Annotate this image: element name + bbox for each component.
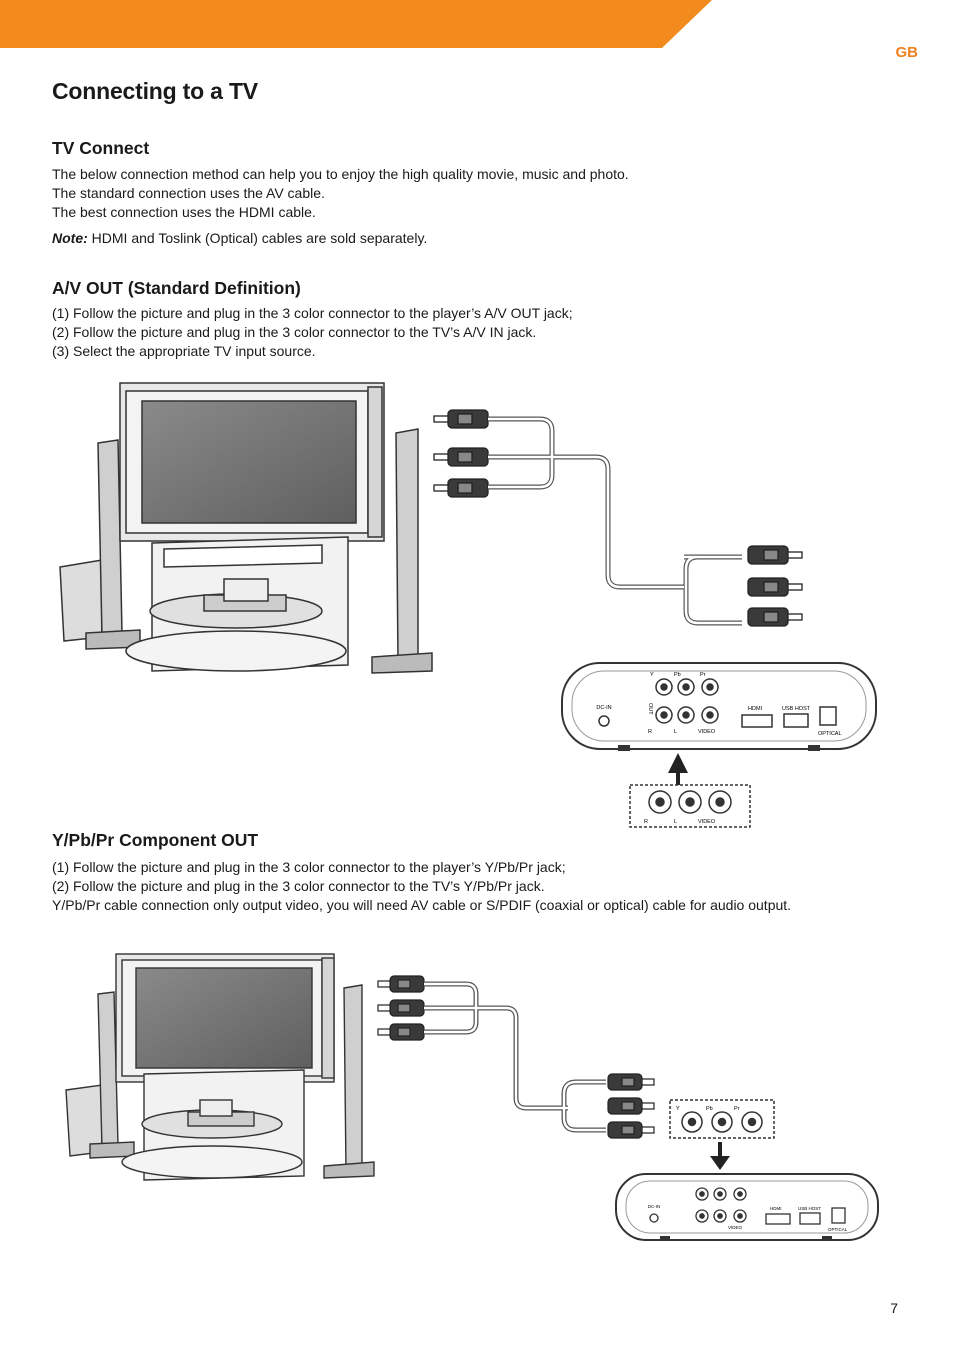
- l-label: L: [674, 729, 677, 735]
- tv-connect-body: The below connection method can help you…: [52, 165, 629, 222]
- page-title: Connecting to a TV: [52, 78, 258, 104]
- zoom-video-label: VIDEO: [698, 819, 716, 825]
- component-jack-zoom: Y Pb Pr: [669, 1099, 775, 1139]
- pr-label: Pr: [700, 672, 706, 678]
- text-line: (2) Follow the picture and plug in the 3…: [52, 878, 545, 894]
- usb-port: [783, 713, 809, 728]
- pb-label: Pb: [674, 672, 681, 678]
- rca-plug-set-bottom: [747, 545, 803, 627]
- y-label: Y: [650, 672, 654, 678]
- hdmi-port: [741, 714, 773, 728]
- text-line: (1) Follow the picture and plug in the 3…: [52, 859, 566, 875]
- tv-system-illustration: [65, 953, 375, 1181]
- player-back-panel: DC-IN OUT Y Pb Pr R L VIDEO HDMI USB HOS…: [561, 662, 877, 751]
- component-out-body: (1) Follow the picture and plug in the 3…: [52, 858, 791, 915]
- zoom-l-label: L: [674, 819, 677, 825]
- rca-plug-set-bottom: [607, 1073, 655, 1139]
- optical-port: [831, 1207, 846, 1224]
- text-line: The standard connection uses the AV cabl…: [52, 185, 325, 201]
- zoom-y-label: Y: [676, 1106, 680, 1112]
- dc-in-jack: [649, 1213, 659, 1223]
- optical-port: [819, 706, 837, 726]
- out-label: OUT: [647, 703, 653, 715]
- text-line: (3) Select the appropriate TV input sour…: [52, 343, 316, 359]
- hdmi-label: HDMI: [770, 1206, 782, 1211]
- av-out-body: (1) Follow the picture and plug in the 3…: [52, 304, 573, 361]
- zoom-pb-label: Pb: [706, 1106, 713, 1112]
- usb-host-label: USB HOST: [782, 706, 811, 712]
- language-tag: GB: [895, 44, 919, 61]
- page-number: 7: [890, 1300, 898, 1316]
- optical-label: OPTICAL: [828, 1227, 848, 1232]
- note-text: HDMI and Toslink (Optical) cables are so…: [87, 230, 428, 246]
- dc-in-jack: [598, 715, 610, 727]
- text-line: (2) Follow the picture and plug in the 3…: [52, 324, 537, 340]
- tv-connect-heading: TV Connect: [52, 138, 150, 158]
- tv-system-illustration: [59, 382, 433, 674]
- av-out-heading: A/V OUT (Standard Definition): [52, 278, 301, 298]
- video-label: VIDEO: [728, 1225, 743, 1230]
- video-label: VIDEO: [698, 729, 716, 735]
- r-label: R: [648, 729, 652, 735]
- header-banner: [0, 0, 712, 48]
- zoom-pr-label: Pr: [734, 1106, 740, 1112]
- text-line: The best connection uses the HDMI cable.: [52, 204, 316, 220]
- component-connection-diagram: Y Pb Pr DC-IN VIDEO HDMI USB HOST: [65, 953, 879, 1241]
- zoom-r-label: R: [644, 819, 648, 825]
- rca-plug-set-top: [377, 975, 425, 1041]
- optical-label: OPTICAL: [818, 731, 842, 737]
- note-label: Note:: [52, 230, 88, 246]
- text-line: (1) Follow the picture and plug in the 3…: [52, 305, 573, 321]
- text-line: The below connection method can help you…: [52, 166, 629, 182]
- player-back-panel: DC-IN VIDEO HDMI USB HOST OPTICAL: [615, 1173, 879, 1241]
- av-connection-diagram: DC-IN OUT Y Pb Pr R L VIDEO HDMI USB HOS…: [59, 382, 877, 828]
- usb-port: [799, 1212, 821, 1225]
- hdmi-port: [765, 1213, 791, 1225]
- dc-in-label: DC-IN: [596, 705, 611, 711]
- dc-in-label: DC-IN: [648, 1204, 661, 1209]
- hdmi-label: HDMI: [748, 706, 763, 712]
- rca-plug-set-top: [433, 409, 489, 498]
- note: Note: HDMI and Toslink (Optical) cables …: [52, 229, 427, 248]
- component-out-heading: Y/Pb/Pr Component OUT: [52, 830, 259, 850]
- arrow-up-icon: [668, 753, 688, 773]
- av-cable: [488, 416, 742, 626]
- arrow-down-icon: [710, 1156, 730, 1170]
- usb-host-label: USB HOST: [798, 1206, 821, 1211]
- text-line: Y/Pb/Pr cable connection only output vid…: [52, 897, 792, 913]
- av-jack-zoom: R L VIDEO: [629, 784, 751, 828]
